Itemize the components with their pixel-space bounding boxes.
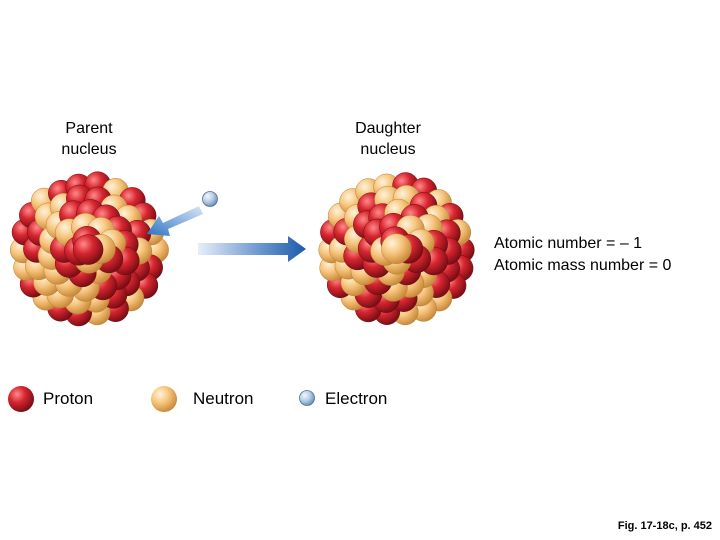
legend-proton-label: Proton xyxy=(43,389,94,408)
legend-proton-icon xyxy=(8,386,34,412)
atomic-mass-number-text: Atomic mass number = 0 xyxy=(494,257,672,274)
daughter-label-line1: Daughter xyxy=(355,120,421,137)
legend-neutron-label: Neutron xyxy=(193,389,254,408)
atomic-number-text: Atomic number = – 1 xyxy=(494,235,643,252)
daughter-label-line2: nucleus xyxy=(360,141,416,158)
legend-electron-icon xyxy=(299,390,315,406)
capture-arrow-icon xyxy=(147,206,203,236)
info-text: Atomic number = – 1 Atomic mass number =… xyxy=(494,233,671,277)
legend-electron-label: Electron xyxy=(325,389,388,408)
parent-label-line2: nucleus xyxy=(61,141,117,158)
reaction-arrow-icon xyxy=(198,236,306,262)
daughter-nucleus xyxy=(318,172,475,326)
figure-caption: Fig. 17-18c, p. 452 xyxy=(617,520,712,532)
daughter-nucleus-label: Daughter nucleus xyxy=(336,118,440,160)
parent-nucleus xyxy=(9,171,169,327)
proton-sphere xyxy=(72,234,104,265)
legend-neutron-icon xyxy=(151,386,177,412)
parent-nucleus-label: Parent nucleus xyxy=(40,118,138,160)
parent-label-line1: Parent xyxy=(65,120,113,137)
neutron-sphere xyxy=(381,233,412,264)
incoming-electron xyxy=(202,191,218,207)
